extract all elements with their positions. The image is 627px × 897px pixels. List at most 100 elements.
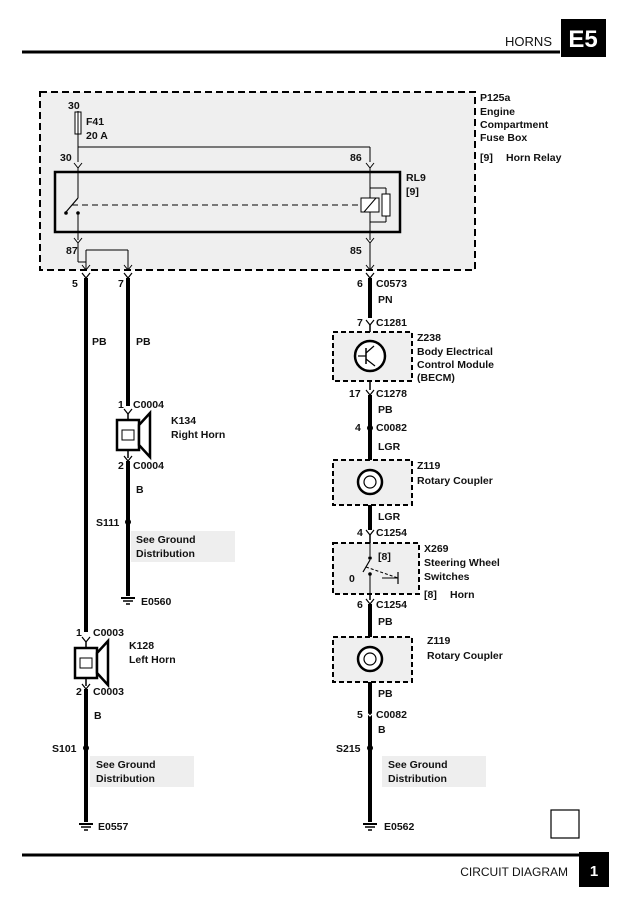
c1278-pin: 17 — [349, 388, 361, 400]
relay-ref: [9] — [406, 186, 419, 198]
see-ground-box-s101 — [90, 756, 194, 787]
k128-id: K128 — [129, 640, 154, 652]
ground-e0557-label: E0557 — [98, 821, 129, 833]
see-ground-s215-2: Distribution — [388, 773, 447, 785]
corner-box — [550, 809, 580, 839]
c1281-label: C1281 — [376, 317, 407, 329]
k128-pin-top: 1 — [76, 627, 82, 639]
k128-conn-top: C0003 — [93, 627, 124, 639]
connector-c0082a — [367, 425, 373, 431]
fuse-box-ref-desc: Horn Relay — [506, 152, 562, 164]
section-badge — [561, 19, 606, 57]
wire-color-pb-becm: PB — [378, 404, 393, 416]
see-ground-s101-2: Distribution — [96, 773, 155, 785]
k134-name: Right Horn — [171, 429, 225, 441]
footer-label: CIRCUIT DIAGRAM — [460, 865, 568, 879]
splice-s101-label: S101 — [52, 743, 77, 755]
wire-color-b-k134: B — [136, 484, 144, 496]
wire-color-lgr-2: LGR — [378, 511, 401, 523]
wire-color-pn: PN — [378, 294, 393, 306]
rotary-coupler-2-icon — [356, 645, 384, 673]
horn-switch-contact — [362, 559, 371, 573]
fuse-id: F41 — [86, 116, 104, 128]
see-ground-s111-2: Distribution — [136, 548, 195, 560]
rotary-coupler-1-icon — [356, 468, 384, 496]
see-ground-box-s111 — [131, 531, 235, 562]
k134-conn-top: C0004 — [133, 399, 164, 411]
splice-s101 — [83, 745, 89, 751]
becm-id: Z238 — [417, 332, 441, 344]
splice-s111 — [125, 519, 131, 525]
see-ground-s111-1: See Ground — [136, 534, 196, 546]
k134-conn-bottom: C0004 — [133, 460, 164, 472]
fuse-rating: 20 A — [86, 130, 108, 142]
right-horn-bell — [137, 409, 152, 461]
sw-name-2: Switches — [424, 571, 470, 583]
c1254b-pin: 6 — [357, 599, 363, 611]
wire-color-pb-3: PB — [378, 688, 393, 700]
fuse-box-outline — [39, 91, 476, 271]
steering-wheel-switches — [332, 542, 420, 595]
c0082a-label: C0082 — [376, 422, 407, 434]
k128-conn-bottom: C0003 — [93, 686, 124, 698]
see-ground-s101-1: See Ground — [96, 759, 156, 771]
c1281-pin: 7 — [357, 317, 363, 329]
supply-pin-label: 30 — [68, 100, 80, 112]
c1254a-label: C1254 — [376, 527, 407, 539]
becm-transistor-icon — [353, 339, 387, 373]
pin-86-label: 86 — [350, 152, 362, 164]
becm-name-3: (BECM) — [417, 372, 455, 384]
k128-pin-bottom: 2 — [76, 686, 82, 698]
c1254a-pin: 4 — [357, 527, 363, 539]
ground-e0560-label: E0560 — [141, 596, 172, 608]
c0082b-label: C0082 — [376, 709, 407, 721]
see-ground-s215-1: See Ground — [388, 759, 448, 771]
wire-color-b-right: B — [378, 724, 386, 736]
pin-30-label: 30 — [60, 152, 72, 164]
wire-color-b-k128: B — [94, 710, 102, 722]
see-ground-box-s215 — [382, 756, 486, 787]
rc2-name: Rotary Coupler — [427, 650, 503, 662]
wire-color-pb-2: PB — [378, 616, 393, 628]
rc2-id: Z119 — [427, 635, 451, 647]
page-number: 1 — [590, 863, 598, 880]
c1254b-label: C1254 — [376, 599, 407, 611]
sw-position-0: 0 — [349, 573, 355, 585]
fuse-box-id: P125a — [480, 92, 511, 104]
fuse-box-name-2: Compartment — [480, 119, 549, 131]
fuse-box-name-3: Fuse Box — [480, 132, 527, 144]
page-number-badge — [579, 852, 609, 887]
sw-id: X269 — [424, 543, 449, 555]
wire-color-pb-left: PB — [92, 336, 107, 348]
wire-color-lgr-1: LGR — [378, 441, 401, 453]
splice-s215 — [367, 745, 373, 751]
relay-id: RL9 — [406, 172, 426, 184]
pin-85-label: 85 — [350, 245, 362, 257]
splice-s111-label: S111 — [96, 517, 120, 529]
fuse-box-ref: [9] — [480, 152, 493, 164]
splice-s215-label: S215 — [336, 743, 361, 755]
ground-e0562-label: E0562 — [384, 821, 415, 833]
becm-name-1: Body Electrical — [417, 346, 493, 358]
k134-pin-bottom: 2 — [118, 460, 124, 472]
c0573-pin: 6 — [357, 278, 363, 290]
fuse-box-name-1: Engine — [480, 106, 515, 118]
c0573-label: C0573 — [376, 278, 407, 290]
section-code: E5 — [568, 26, 597, 53]
left-pin-7: 7 — [118, 278, 124, 290]
pin-87-label: 87 — [66, 245, 78, 257]
sw-ref: [8] — [424, 589, 437, 601]
sw-inner-ref: [8] — [378, 551, 391, 563]
left-horn-bell — [95, 637, 110, 689]
c0082b-pin: 5 — [357, 709, 363, 721]
wire-color-pb-right: PB — [136, 336, 151, 348]
becm-name-2: Control Module — [417, 359, 494, 371]
k128-name: Left Horn — [129, 654, 176, 666]
k134-pin-top: 1 — [118, 399, 124, 411]
c1278-label: C1278 — [376, 388, 407, 400]
sw-name-1: Steering Wheel — [424, 557, 500, 569]
left-pin-5: 5 — [72, 278, 78, 290]
relay-rl9 — [53, 170, 402, 234]
